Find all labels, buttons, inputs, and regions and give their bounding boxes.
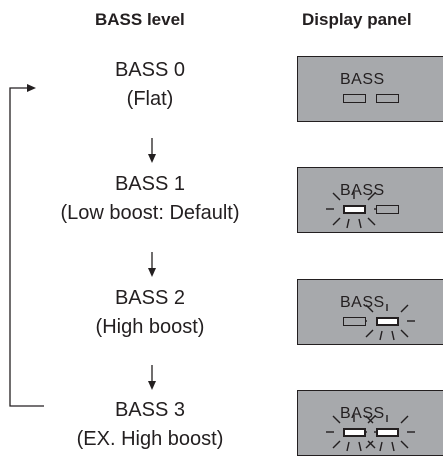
right-segment-indicator	[376, 428, 399, 437]
right-segment-indicator	[376, 205, 399, 214]
panel-label: BASS	[340, 294, 385, 311]
display-panel-bass-0: BASS	[297, 56, 443, 122]
down-arrow-icon	[148, 138, 156, 163]
glow-rays	[298, 57, 443, 123]
level-desc: (EX. High boost)	[76, 428, 224, 450]
left-segment-indicator	[343, 428, 366, 437]
down-arrow-icon	[148, 365, 156, 390]
display-panel-bass-3: BASS	[297, 390, 443, 456]
left-segment-indicator	[343, 205, 366, 214]
glow-rays	[326, 192, 382, 229]
bass-level-header: BASS level	[95, 10, 185, 29]
level-name: BASS 1	[114, 173, 186, 195]
level-bass-3: BASS 3 (EX. High boost)	[22, 396, 278, 454]
left-segment-indicator	[343, 317, 366, 326]
level-bass-2: BASS 2 (High boost)	[22, 284, 278, 342]
right-segment-indicator	[376, 94, 399, 103]
display-panel-bass-1: BASS	[297, 167, 443, 233]
level-bass-0: BASS 0 (Flat)	[22, 56, 278, 114]
display-panel-bass-2: BASS	[297, 279, 443, 345]
right-segment-indicator	[376, 317, 399, 326]
right-glow-rays-icon	[359, 415, 415, 452]
level-name: BASS 0	[114, 59, 186, 81]
left-glow-rays-icon	[326, 415, 382, 452]
panel-label: BASS	[340, 405, 385, 422]
level-desc: (Flat)	[126, 88, 174, 110]
level-desc: (Low boost: Default)	[60, 202, 240, 224]
down-arrow-icon	[148, 252, 156, 277]
level-desc: (High boost)	[95, 316, 205, 338]
panel-label: BASS	[340, 182, 385, 199]
level-name: BASS 2	[114, 287, 186, 309]
left-segment-indicator	[343, 94, 366, 103]
display-panel-header: Display panel	[302, 10, 412, 29]
panel-label: BASS	[340, 71, 385, 88]
level-bass-1: BASS 1 (Low boost: Default)	[22, 170, 278, 228]
glow-rays	[326, 415, 415, 452]
level-name: BASS 3	[114, 399, 186, 421]
glow-rays	[359, 304, 415, 341]
